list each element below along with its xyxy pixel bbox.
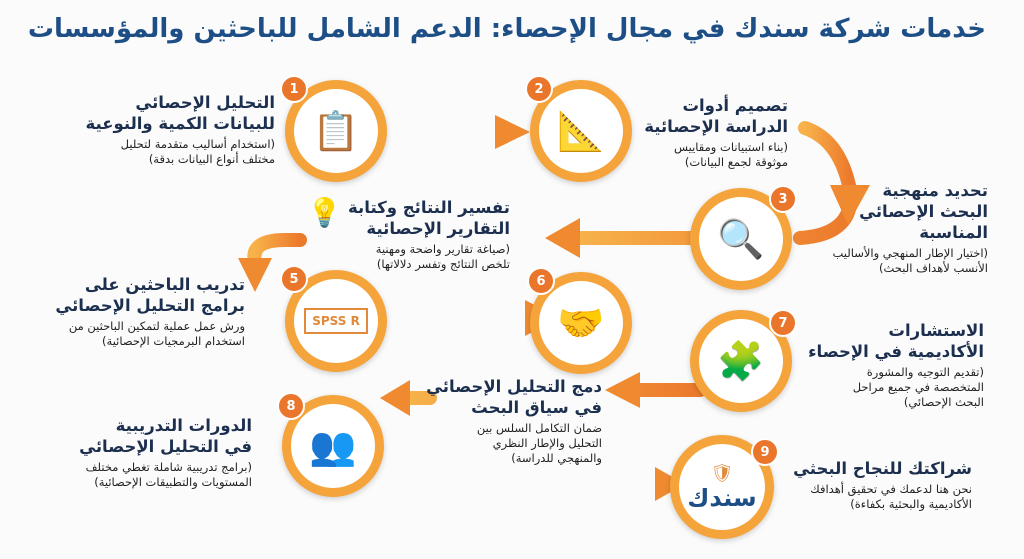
step-number-badge: 5: [280, 265, 308, 293]
lightbulb-icon: 💡: [307, 196, 343, 229]
step-9-text: شراكتك للنجاح البحثي نحن هنا لدعمك في تح…: [793, 458, 972, 512]
handshake-icon: 🤝: [557, 300, 605, 345]
step-7-circle: 🧩 7: [690, 309, 797, 412]
screen-label-spss: SPSS: [312, 314, 347, 328]
step-4-text: 💡 تفسير النتائج وكتابة التقارير الإحصائي…: [307, 197, 510, 272]
clipboard-chart-icon: 📋: [312, 108, 360, 153]
step-number-badge: 3: [769, 185, 797, 213]
step-number-badge: 6: [527, 267, 555, 295]
step-heading: الدراسة الإحصائية: [644, 117, 788, 136]
step-heading: تفسير النتائج وكتابة: [348, 198, 510, 217]
step-5-text: تدريب الباحثين على برامج التحليل الإحصائ…: [55, 274, 245, 349]
step-3-circle: 🔍 3: [690, 185, 797, 290]
step-heading: التقارير الإحصائية: [366, 219, 510, 238]
step-heading: تحديد منهجية: [882, 181, 988, 200]
step-heading: في سياق البحث: [471, 398, 602, 417]
step-number-badge: 2: [525, 75, 553, 103]
step-8-circle: 👥 8: [277, 392, 384, 497]
step-7-text: الاستشارات الأكاديمية في الإحصاء (تقديم …: [808, 320, 984, 410]
shield-growth-icon: 🛡: [710, 463, 734, 484]
step-1-text: التحليل الإحصائي للبيانات الكمية والنوعي…: [85, 92, 275, 167]
arrow-2-to-3: [798, 121, 857, 197]
presenter-screen-icon: SPSS R: [304, 308, 368, 334]
arrow-3-to-4-head: [545, 218, 580, 258]
step-heading: برامج التحليل الإحصائي: [55, 296, 245, 315]
step-heading: للبيانات الكمية والنوعية: [85, 114, 275, 133]
arrow-6-to-7-head: [605, 372, 640, 408]
step-number-badge: 1: [280, 75, 308, 103]
sanadak-logo: سندك: [687, 484, 757, 512]
arrow-7-to-8-head: [380, 380, 410, 416]
arrow-4-to-5: [247, 233, 307, 269]
step-heading: البحث الإحصائي: [859, 202, 988, 221]
step-heading: دمج التحليل الإحصائي: [426, 377, 602, 396]
flowchart-magnifier-icon: 🔍: [717, 216, 765, 261]
step-8-text: الدورات التدريبية في التحليل الإحصائي (ب…: [79, 415, 252, 490]
step-heading: تدريب الباحثين على: [84, 275, 245, 294]
arrow-1-to-2-head: [495, 115, 530, 149]
step-heading: التحليل الإحصائي: [135, 93, 275, 112]
step-heading: في التحليل الإحصائي: [79, 437, 252, 456]
step-heading: الأكاديمية في الإحصاء: [808, 342, 984, 361]
arrow-4-to-5-head: [238, 258, 272, 292]
step-2-text: تصميم أدوات الدراسة الإحصائية (بناء استب…: [644, 95, 788, 170]
step-1-circle: 📋 1: [280, 75, 387, 182]
screen-label-r: R: [350, 314, 360, 328]
training-class-icon: 👥: [309, 423, 357, 468]
step-number-badge: 8: [277, 392, 305, 420]
step-5-circle: SPSS R 5: [280, 265, 387, 372]
step-3-text: تحديد منهجية البحث الإحصائي المناسبة (اخ…: [832, 180, 988, 276]
step-heading: شراكتك للنجاح البحثي: [793, 459, 972, 478]
step-heading: الاستشارات: [888, 321, 984, 340]
step-heading: المناسبة: [919, 223, 988, 242]
step-6-text: دمج التحليل الإحصائي في سياق البحث ضمان …: [426, 376, 602, 466]
arrow-7-to-8: [403, 383, 707, 405]
puzzle-document-icon: 🧩: [717, 338, 765, 383]
step-number-badge: 7: [769, 309, 797, 337]
step-2-circle: 📐 2: [525, 75, 632, 182]
step-heading: الدورات التدريبية: [115, 416, 252, 435]
step-heading: تصميم أدوات: [682, 96, 788, 115]
step-9-circle: 🛡 سندك 9: [670, 435, 779, 539]
arrow-2-to-3-head: [830, 185, 870, 225]
step-6-circle: 🤝 6: [527, 267, 632, 374]
step-number-badge: 9: [751, 438, 779, 466]
compass-pencil-icon: 📐: [557, 108, 605, 153]
page-title: خدمات شركة سندك في مجال الإحصاء: الدعم ا…: [27, 14, 986, 44]
